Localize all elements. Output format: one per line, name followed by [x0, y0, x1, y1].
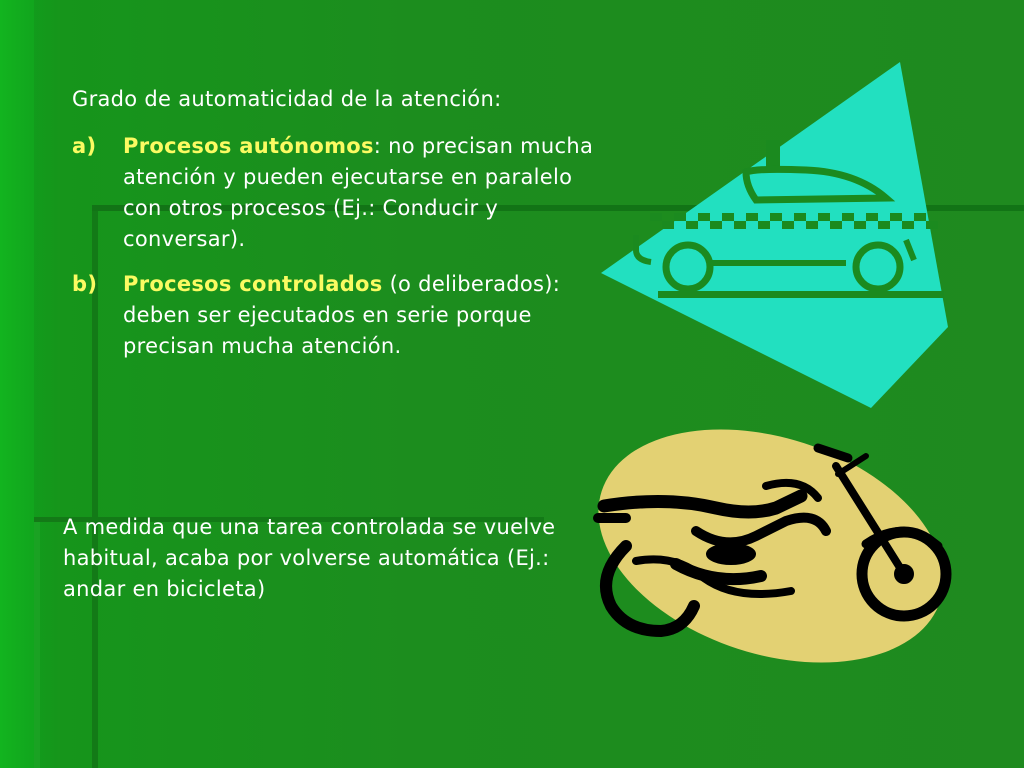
list-marker: a) [72, 134, 97, 158]
background-stripe [0, 0, 34, 768]
list-marker: b) [72, 272, 98, 296]
checker-stripe [650, 213, 938, 229]
list-text: : no precisan mucha atención y pueden ej… [123, 134, 594, 251]
list-text: (o deliberados): deben ser ejecutados en… [123, 272, 561, 358]
background-line [92, 205, 1024, 211]
list-item: a) Procesos autónomos: no precisan mucha… [72, 131, 602, 255]
list-term: Procesos autónomos [123, 134, 374, 158]
process-list: a) Procesos autónomos: no precisan mucha… [72, 131, 602, 376]
taxi-clipart [601, 62, 948, 408]
background-line [92, 205, 98, 768]
motorcycle-clipart [593, 429, 952, 663]
footer-note: A medida que una tarea controlada se vue… [63, 515, 556, 601]
slide-heading: Grado de automaticidad de la atención: [72, 87, 502, 111]
list-term: Procesos controlados [123, 272, 383, 296]
background-line [34, 517, 544, 522]
background-line [34, 517, 40, 768]
list-item: b) Procesos controlados (o deliberados):… [72, 269, 602, 362]
